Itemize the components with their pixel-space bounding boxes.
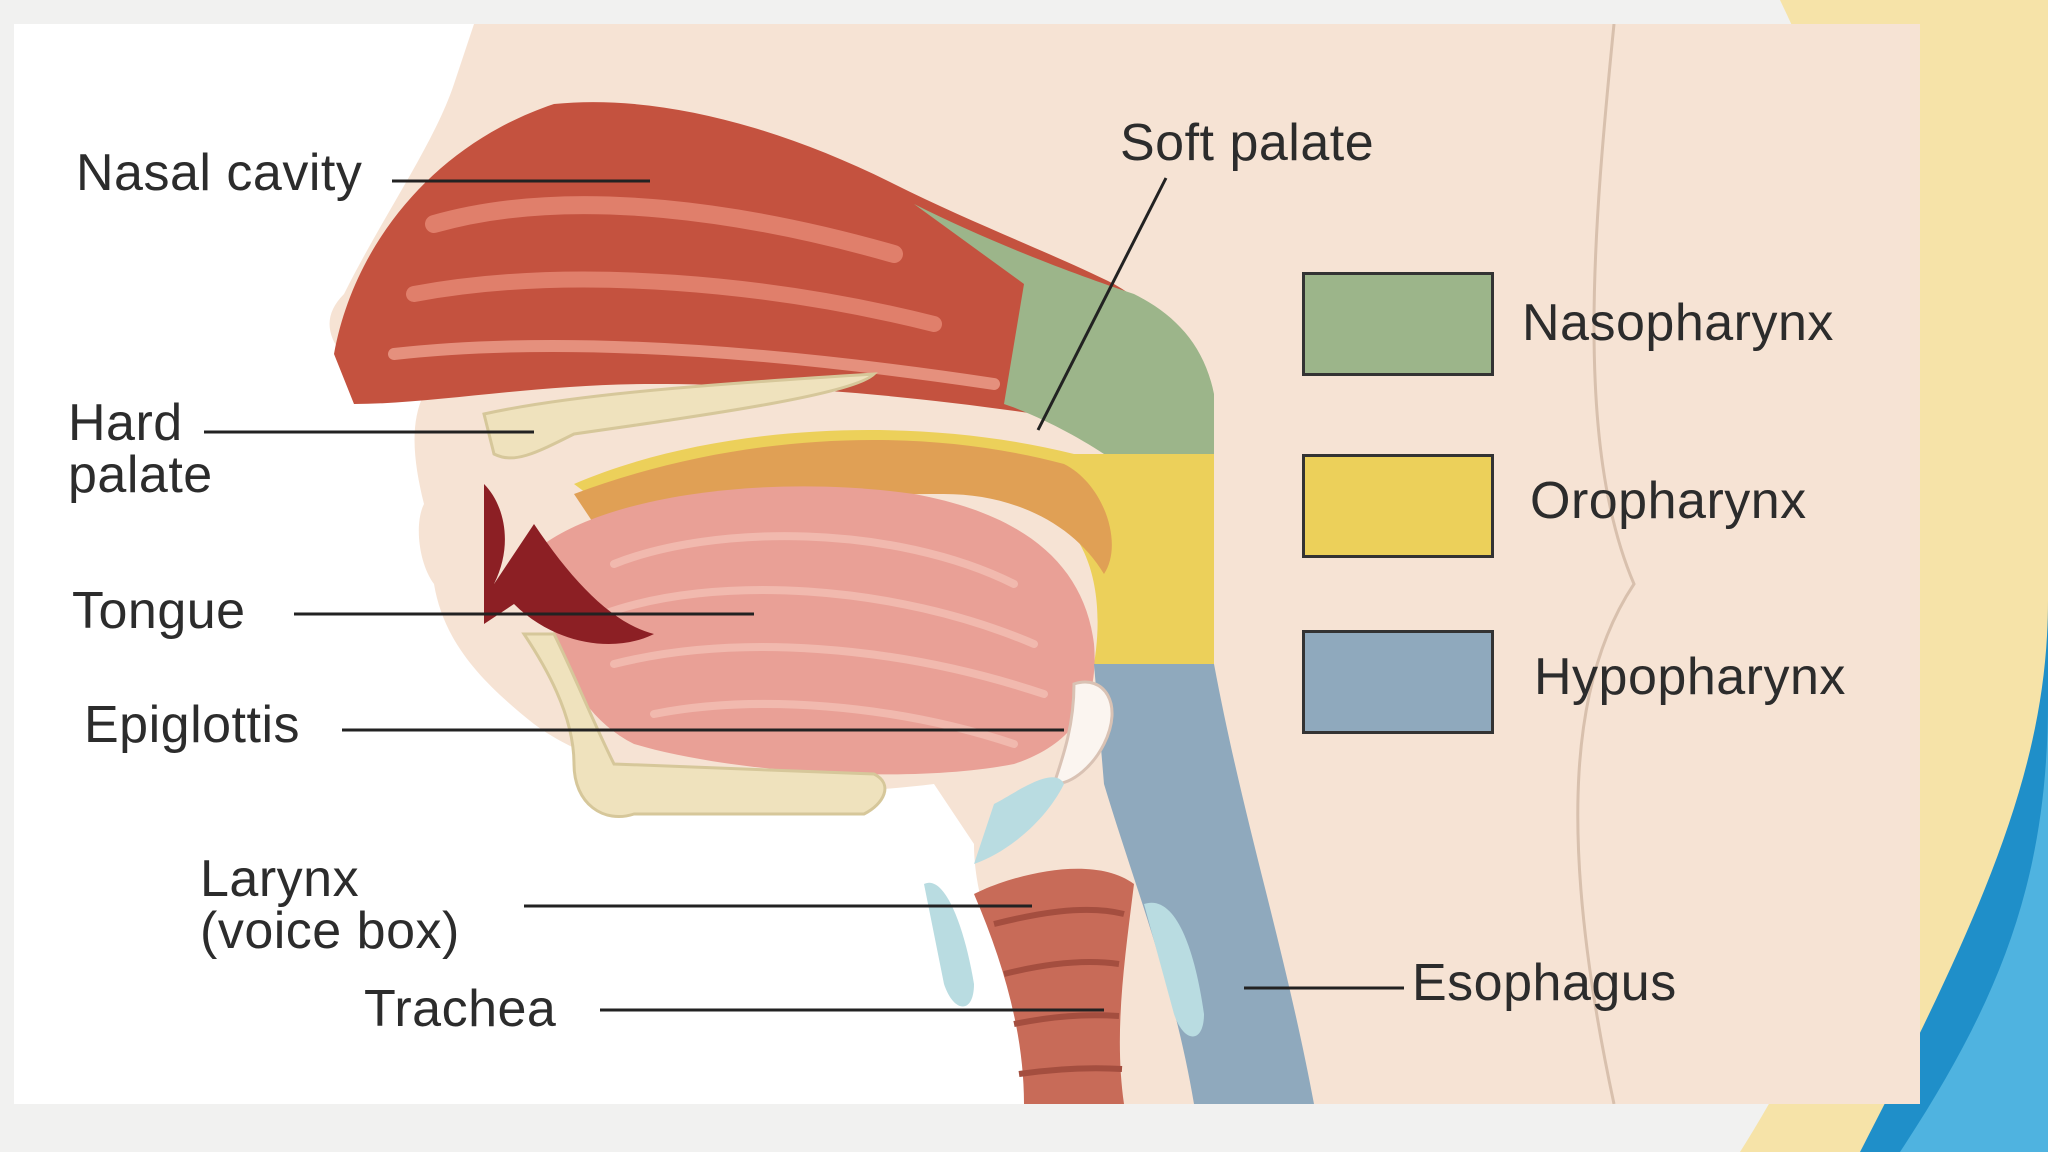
anatomy-figure: Nasal cavity Hard palate Tongue Epiglott… xyxy=(14,24,1920,1104)
lips xyxy=(484,484,654,644)
legend-label-hypopharynx: Hypopharynx xyxy=(1534,648,1846,706)
hard-palate-bone xyxy=(482,372,878,460)
nasopharynx-region xyxy=(914,204,1214,454)
legend-label-oropharynx: Oropharynx xyxy=(1530,472,1807,530)
larynx-cartilage-3 xyxy=(1144,902,1204,1037)
legend-swatch-nasopharynx xyxy=(1302,272,1494,376)
nasal-turbinate-3 xyxy=(388,339,1000,390)
label-larynx-line2: (voice box) xyxy=(200,902,460,960)
label-soft-palate: Soft palate xyxy=(1120,114,1375,172)
label-trachea: Trachea xyxy=(364,980,557,1038)
leader-soft-palate xyxy=(1036,177,1168,431)
larynx-cartilage-2 xyxy=(924,882,974,1007)
trachea-rings xyxy=(993,906,1125,1077)
leader-lines xyxy=(204,177,1404,1012)
trachea-tube xyxy=(974,868,1134,1104)
larynx-cartilage-1 xyxy=(974,777,1064,864)
label-larynx-line1: Larynx xyxy=(200,850,360,908)
label-hard-palate-line1: Hard xyxy=(68,394,183,452)
jaw-bone xyxy=(521,632,887,819)
blue-swoosh-light xyxy=(1900,700,2048,1152)
tongue-fibers xyxy=(600,532,1048,748)
legend-label-nasopharynx: Nasopharynx xyxy=(1522,294,1834,352)
label-esophagus: Esophagus xyxy=(1412,954,1677,1012)
epiglottis-shape xyxy=(1051,680,1114,786)
label-epiglottis: Epiglottis xyxy=(84,696,300,754)
throat-anatomy-illustration xyxy=(204,24,1920,1104)
neck-outline xyxy=(1576,24,1636,1104)
legend-swatch-oropharynx xyxy=(1302,454,1494,558)
hypopharynx-region xyxy=(1094,664,1314,1104)
nasal-cavity-shape xyxy=(334,102,1204,445)
label-hard-palate-line2: palate xyxy=(68,446,213,504)
soft-palate xyxy=(574,440,1112,574)
legend-swatch-hypopharynx xyxy=(1302,630,1494,734)
label-nasal-cavity: Nasal cavity xyxy=(76,144,363,202)
nasal-turbinate-2 xyxy=(406,271,942,332)
label-tongue: Tongue xyxy=(72,582,246,640)
nasal-turbinate-1 xyxy=(425,196,903,263)
